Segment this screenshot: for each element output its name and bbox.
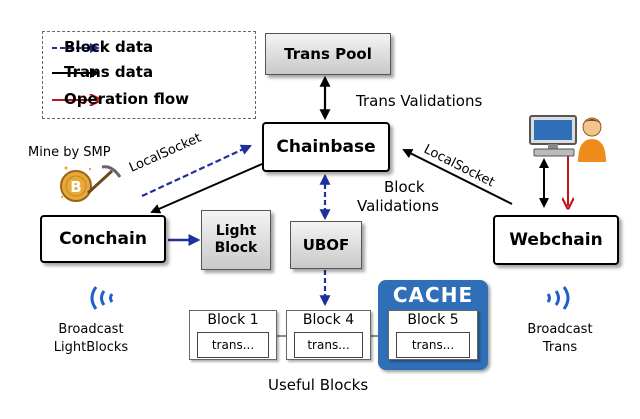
chainbase-conchain-trans-arrow [150, 163, 263, 214]
computer-user-icon [529, 115, 606, 162]
light-block-label-line1: Light [215, 223, 257, 239]
legend-trans-data-label: Trans data [64, 63, 154, 81]
block-validations-label-line2: Validations [357, 197, 439, 215]
block-5: Block 5 trans... [388, 310, 478, 360]
light-block-label-line2: Block [214, 240, 258, 256]
broadcast-trans-label-line2: Trans [542, 340, 578, 355]
block-title: Block 1 [207, 312, 259, 328]
webchain-node: Webchain [493, 215, 619, 265]
webchain-chainbase-arrow [402, 149, 513, 205]
trans-pool-node: Trans Pool [265, 33, 391, 75]
legend-box [42, 31, 256, 119]
block-content: trans... [396, 332, 470, 358]
conchain-chainbase-block-arrow [141, 144, 252, 197]
broadcast-lightblocks-label-line1: Broadcast [58, 322, 124, 337]
broadcast-lightblocks-label-line2: LightBlocks [53, 340, 129, 355]
cache-label: CACHE [392, 283, 474, 307]
useful-blocks-label: Useful Blocks [268, 376, 369, 394]
svg-text:B: B [70, 178, 81, 196]
block-4: Block 4 trans... [286, 310, 371, 360]
bitcoin-mining-icon: B [60, 165, 122, 202]
block-title: Block 4 [302, 312, 355, 328]
block-content: trans... [197, 332, 269, 358]
mine-by-smp-label: Mine by SMP [28, 145, 111, 160]
light-block-node: Light Block [201, 210, 271, 270]
legend-block-data-label: Block data [64, 38, 154, 56]
broadcast-right-icon [546, 286, 570, 310]
block-content: trans... [294, 332, 363, 358]
block-validations-label-line1: Block [384, 178, 425, 196]
conchain-node: Conchain [40, 215, 166, 263]
block-title: Block 5 [407, 312, 459, 328]
ubof-node: UBOF [290, 221, 362, 269]
broadcast-trans-label-line1: Broadcast [527, 322, 593, 337]
legend-operation-flow-label: Operation flow [64, 90, 189, 108]
chainbase-node: Chainbase [262, 122, 390, 172]
broadcast-left-icon [90, 286, 114, 310]
trans-validations-label: Trans Validations [356, 92, 483, 110]
block-1: Block 1 trans... [189, 310, 277, 360]
